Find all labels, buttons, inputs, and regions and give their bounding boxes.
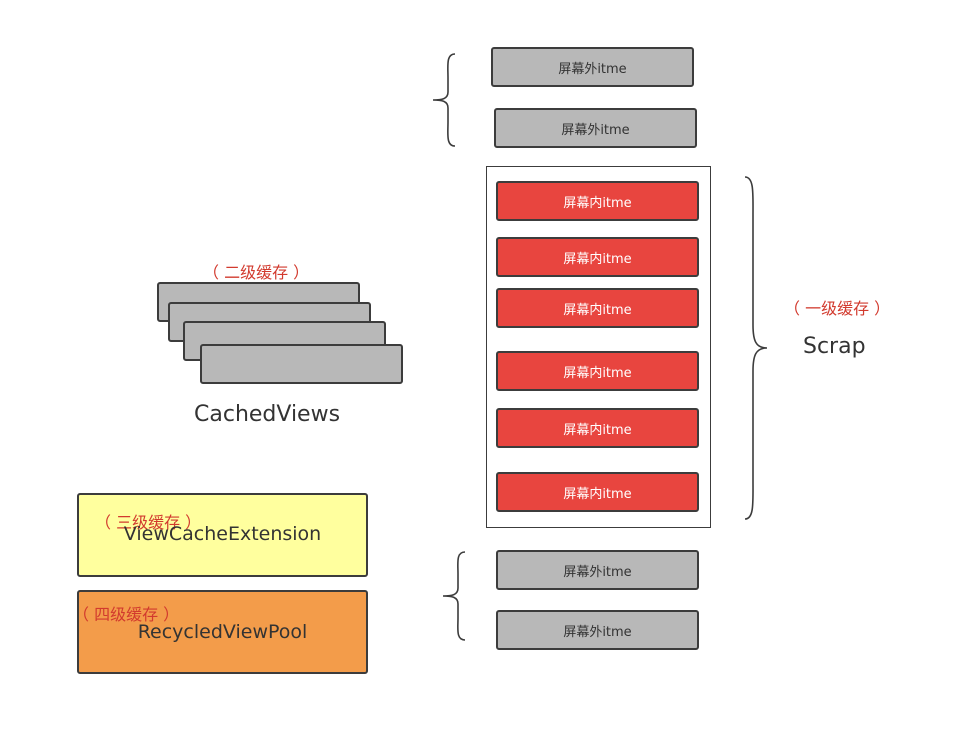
offscreen-item-bottom-2: 屏幕外itme <box>496 610 699 650</box>
cached-view-card-4 <box>200 344 403 384</box>
onscreen-item-label: 屏幕内itme <box>563 251 632 267</box>
onscreen-item-1: 屏幕内itme <box>496 181 699 221</box>
onscreen-item-label: 屏幕内itme <box>563 195 632 211</box>
offscreen-item-top-1: 屏幕外itme <box>491 47 694 87</box>
recycled-view-pool-level-label: （ 四级缓存 ） <box>73 605 180 624</box>
onscreen-item-6: 屏幕内itme <box>496 472 699 512</box>
screen-frame <box>486 166 711 528</box>
brace-scrap <box>744 176 768 520</box>
onscreen-item-2: 屏幕内itme <box>496 237 699 277</box>
cached-views-title: CachedViews <box>194 402 341 427</box>
brace-top-offscreen <box>432 53 456 147</box>
view-cache-extension-title: ViewCacheExtension <box>123 523 322 545</box>
offscreen-item-label: 屏幕外itme <box>563 624 632 640</box>
onscreen-item-label: 屏幕内itme <box>563 486 632 502</box>
view-cache-extension-box: （ 三级缓存 ） ViewCacheExtension <box>77 493 368 577</box>
onscreen-item-label: 屏幕内itme <box>563 422 632 438</box>
offscreen-item-label: 屏幕外itme <box>561 122 630 138</box>
onscreen-item-5: 屏幕内itme <box>496 408 699 448</box>
brace-bottom-offscreen <box>442 551 466 641</box>
onscreen-item-4: 屏幕内itme <box>496 351 699 391</box>
offscreen-item-label: 屏幕外itme <box>563 564 632 580</box>
scrap-title: Scrap <box>803 334 866 359</box>
recycled-view-pool-box: （ 四级缓存 ） RecycledViewPool <box>73 590 368 674</box>
offscreen-item-label: 屏幕外itme <box>558 61 627 77</box>
offscreen-item-top-2: 屏幕外itme <box>494 108 697 148</box>
cached-views-level-label: （ 二级缓存 ） <box>203 263 310 282</box>
offscreen-item-bottom-1: 屏幕外itme <box>496 550 699 590</box>
view-cache-extension-level-label: （ 三级缓存 ） <box>95 513 202 532</box>
onscreen-item-label: 屏幕内itme <box>563 365 632 381</box>
scrap-level-label: （ 一级缓存 ） <box>784 299 891 318</box>
recycled-view-pool-title: RecycledViewPool <box>137 621 308 643</box>
onscreen-item-3: 屏幕内itme <box>496 288 699 328</box>
onscreen-item-label: 屏幕内itme <box>563 302 632 318</box>
